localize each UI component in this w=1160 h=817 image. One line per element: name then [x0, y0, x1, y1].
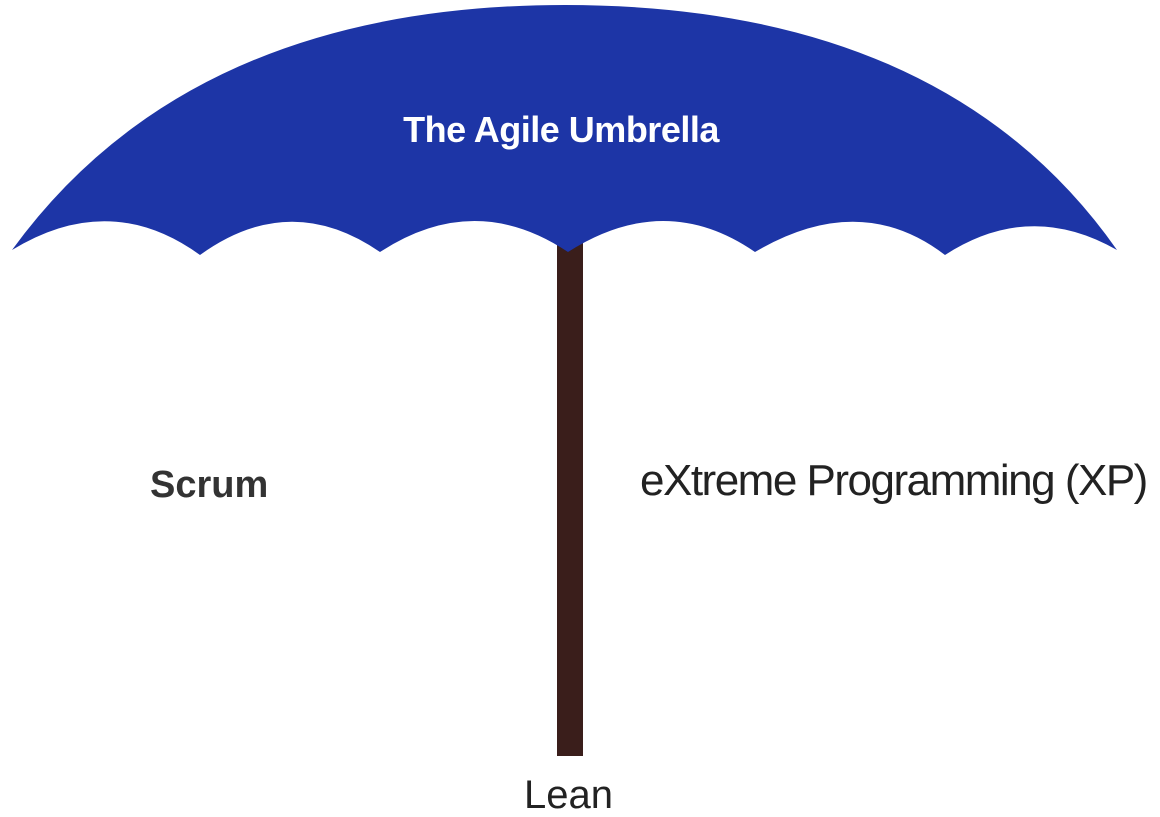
- umbrella-title: The Agile Umbrella: [403, 109, 720, 150]
- lean-label: Lean: [524, 773, 613, 817]
- scrum-label: Scrum: [150, 464, 269, 506]
- umbrella-shaft: [557, 240, 583, 756]
- umbrella-canopy: [12, 5, 1117, 255]
- extreme-programming-label: eXtreme Programming (XP): [640, 456, 1148, 505]
